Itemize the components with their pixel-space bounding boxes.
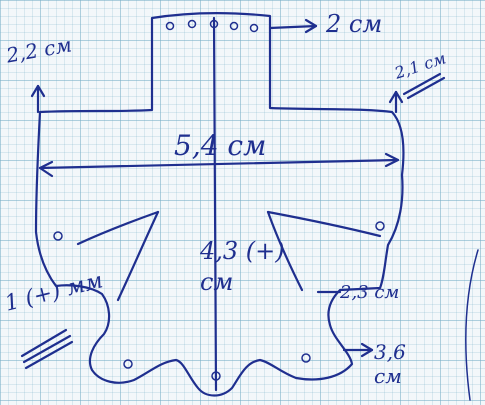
pattern-outline: [34, 12, 405, 397]
left-cut-line: [116, 210, 160, 302]
dot-bottom-left: [123, 359, 133, 369]
right-mid-label: 2,3 см: [340, 282, 400, 303]
left-cut-top: [76, 210, 160, 246]
center-vertical-line: [212, 16, 218, 392]
left-up-arrow-head: [30, 84, 46, 98]
center-height-label: 4,3 (+) см: [200, 237, 285, 297]
dot-bottom-center: [211, 371, 221, 381]
dot-right: [375, 221, 385, 231]
dot-top-4: [229, 21, 239, 31]
dot-top-1: [165, 21, 175, 31]
side-label-underline: [20, 328, 74, 370]
right-cut-line: [266, 210, 304, 292]
total-width-label: 5,4 см: [174, 129, 267, 162]
right-cut-top: [266, 210, 382, 238]
width-arrow-left-head: [38, 160, 54, 178]
dot-bottom-right: [301, 353, 311, 363]
width-arrow-right-head: [384, 152, 400, 168]
notebook-edge-curve: [465, 249, 479, 401]
dot-top-3: [209, 19, 219, 29]
right-bottom-label: 3,6 см: [374, 340, 406, 388]
top-arrow-line: [268, 24, 318, 30]
top-width-label: 2 см: [326, 10, 383, 38]
width-arrow-line: [38, 158, 400, 170]
dot-top-5: [249, 23, 259, 33]
right-bottom-arrow-head: [360, 342, 374, 358]
right-up-arrow-head: [388, 90, 404, 104]
dot-top-2: [187, 19, 197, 29]
right-height-underline: [402, 72, 446, 100]
dot-left: [53, 231, 63, 241]
top-arrow-head: [304, 18, 318, 34]
